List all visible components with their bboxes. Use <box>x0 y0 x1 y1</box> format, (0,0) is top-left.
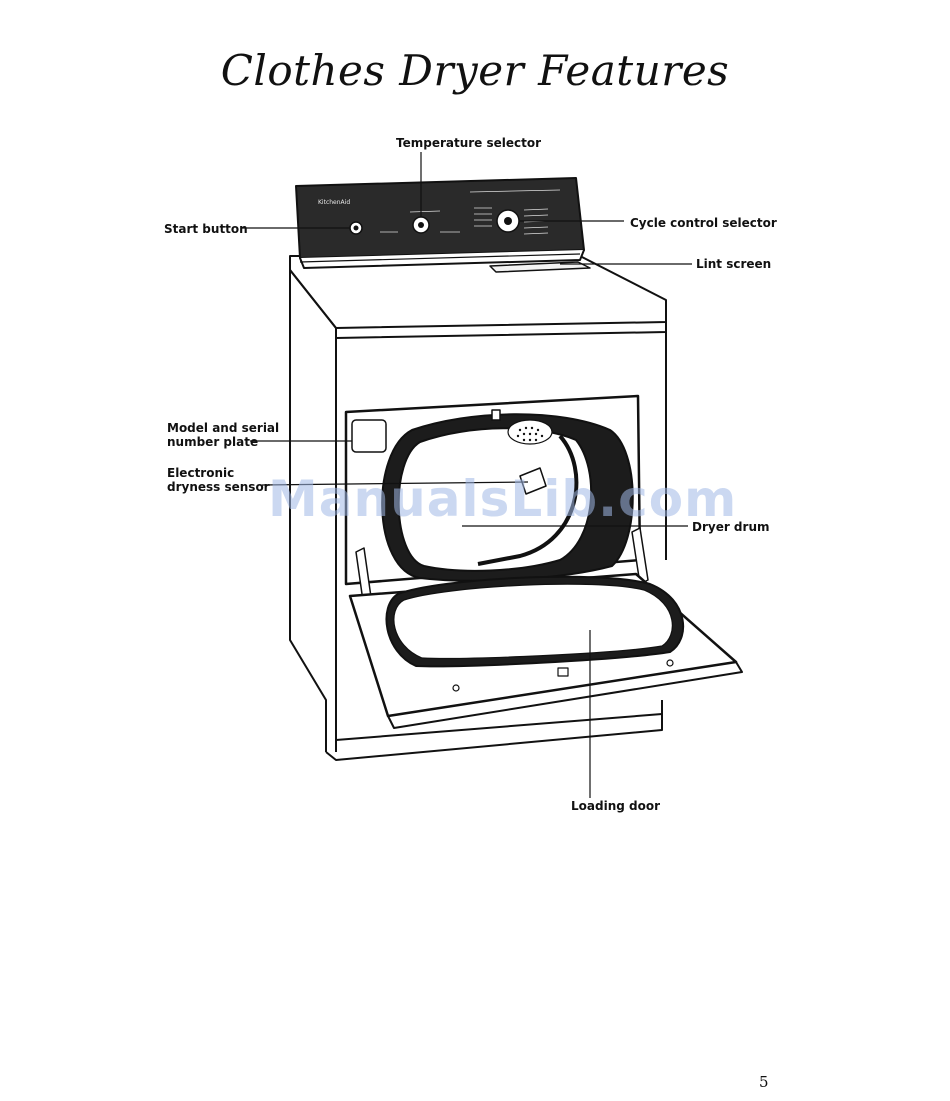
control-console <box>296 178 584 258</box>
label-model-serial-line1: Model and serial <box>167 421 279 435</box>
label-start-button: Start button <box>164 222 248 236</box>
label-dryness-sensor-line1: Electronic <box>167 466 270 480</box>
label-cycle-control-selector: Cycle control selector <box>630 216 777 230</box>
label-lint-screen: Lint screen <box>696 257 771 271</box>
label-dryness-sensor: Electronic dryness sensor <box>167 466 270 494</box>
label-dryness-sensor-line2: dryness sensor <box>167 480 270 494</box>
console-brand-text: KitchenAid <box>318 199 350 206</box>
label-loading-door: Loading door <box>571 799 660 813</box>
label-model-serial-line2: number plate <box>167 435 279 449</box>
watermark: ManualsLib.com <box>268 470 737 528</box>
page-number: 5 <box>759 1073 769 1091</box>
door-latch <box>492 410 500 420</box>
label-model-serial-plate: Model and serial number plate <box>167 421 279 449</box>
label-temperature-selector: Temperature selector <box>396 136 541 150</box>
serial-number-plate <box>352 420 386 452</box>
